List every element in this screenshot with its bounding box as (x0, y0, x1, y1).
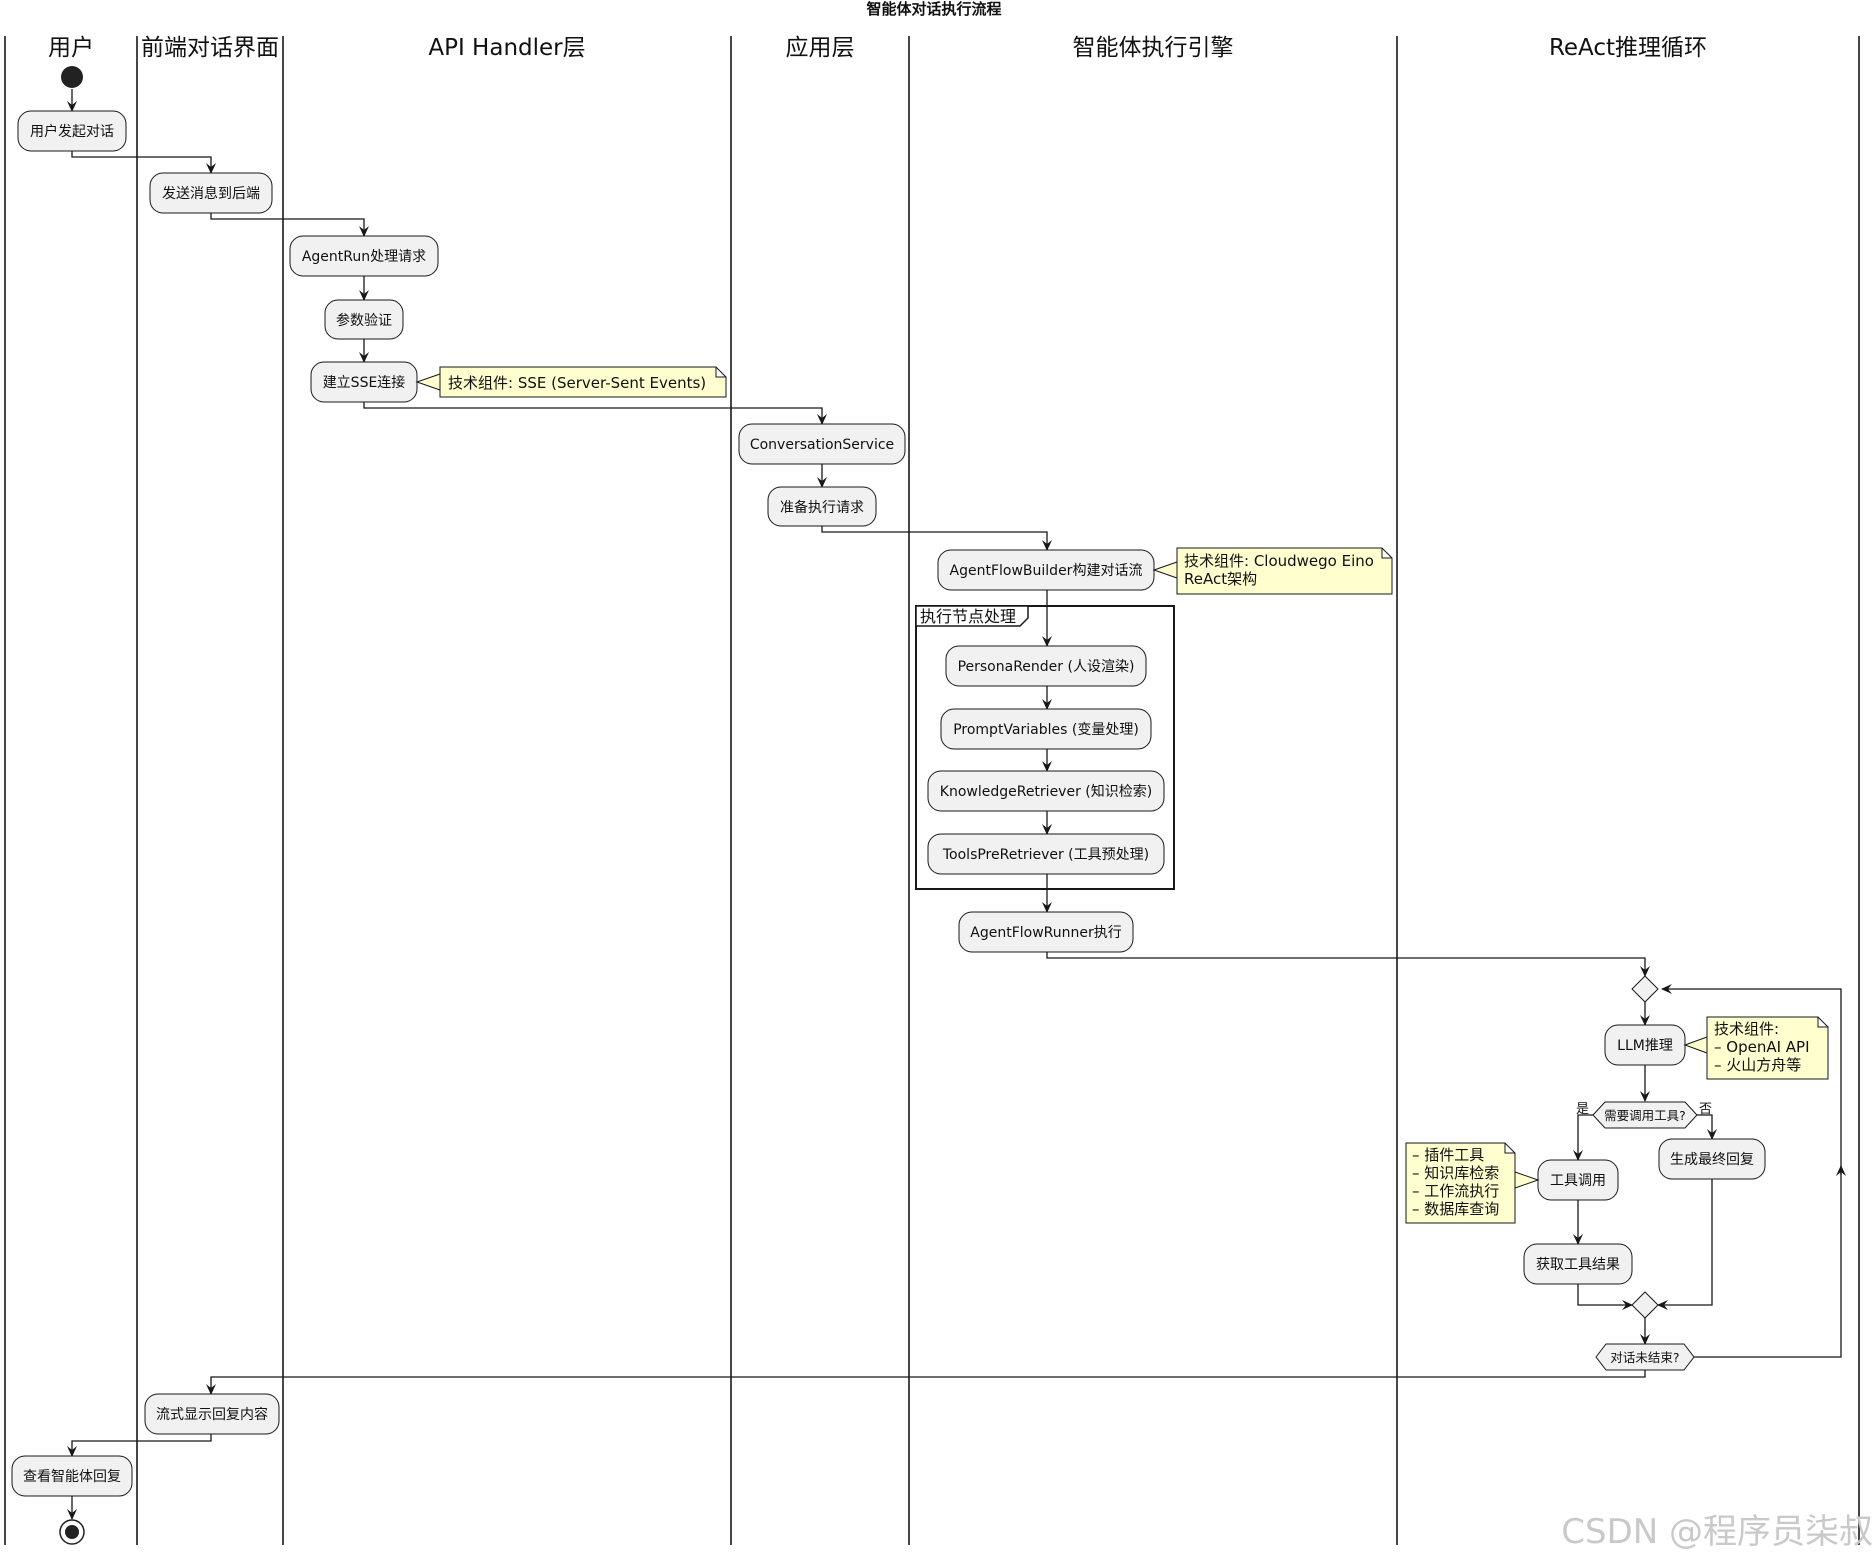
lane-title-api-handler: API Handler层 (428, 35, 585, 61)
node-flow-runner: AgentFlowRunner执行 (958, 911, 1134, 953)
svg-text:ReAct架构: ReAct架构 (1184, 570, 1257, 588)
node-sse-connect: 建立SSE连接 (310, 361, 418, 403)
watermark: CSDN @程序员柒叔 (1561, 1512, 1873, 1552)
start-node (61, 66, 83, 88)
svg-text:AgentRun处理请求: AgentRun处理请求 (302, 249, 426, 265)
branch-merge-diamond (1631, 1291, 1659, 1319)
svg-text:– 工作流执行: – 工作流执行 (1412, 1182, 1499, 1200)
node-flow-builder: AgentFlowBuilder构建对话流 (937, 549, 1155, 591)
node-get-tool-result: 获取工具结果 (1523, 1243, 1633, 1285)
svg-text:技术组件:: 技术组件: (1714, 1020, 1779, 1038)
node-stream-display: 流式显示回复内容 (144, 1393, 280, 1435)
svg-text:用户发起对话: 用户发起对话 (30, 123, 114, 140)
node-llm-reasoning: LLM推理 (1604, 1024, 1686, 1066)
loop-merge-diamond (1631, 975, 1659, 1003)
node-send-message: 发送消息到后端 (149, 172, 273, 214)
flow-arrowheads (67, 101, 1846, 1520)
node-final-reply: 生成最终回复 (1658, 1138, 1766, 1180)
svg-text:获取工具结果: 获取工具结果 (1536, 1257, 1620, 1273)
svg-text:需要调用工具?: 需要调用工具? (1604, 1108, 1686, 1123)
svg-text:– 插件工具: – 插件工具 (1412, 1146, 1484, 1164)
svg-text:– 数据库查询: – 数据库查询 (1412, 1200, 1499, 1218)
lane-title-user: 用户 (48, 35, 94, 61)
svg-text:PersonaRender (人设渲染): PersonaRender (人设渲染) (958, 659, 1135, 675)
node-conversation-service: ConversationService (738, 423, 906, 465)
lane-title-application: 应用层 (786, 35, 855, 61)
group-label: 执行节点处理 (920, 607, 1016, 626)
svg-text:技术组件: SSE (Server-Sent Events): 技术组件: SSE (Server-Sent Events) (448, 374, 706, 392)
node-agent-run: AgentRun处理请求 (289, 235, 439, 277)
svg-text:技术组件: Cloudwego Eino: 技术组件: Cloudwego Eino (1184, 552, 1374, 570)
svg-text:ConversationService: ConversationService (750, 437, 894, 453)
svg-text:– OpenAI API: – OpenAI API (1714, 1038, 1810, 1056)
svg-text:准备执行请求: 准备执行请求 (780, 499, 864, 516)
decision-need-tool: 需要调用工具? (1592, 1101, 1698, 1129)
svg-text:生成最终回复: 生成最终回复 (1670, 1151, 1754, 1168)
lane-title-react-loop: ReAct推理循环 (1549, 35, 1707, 61)
svg-text:PromptVariables (变量处理): PromptVariables (变量处理) (953, 722, 1139, 738)
svg-text:发送消息到后端: 发送消息到后端 (162, 185, 260, 202)
note-llm: 技术组件: – OpenAI API – 火山方舟等 (1683, 1016, 1829, 1080)
lane-title-agent-engine: 智能体执行引擎 (1073, 35, 1234, 61)
node-view-reply: 查看智能体回复 (11, 1455, 133, 1497)
lane-title-frontend: 前端对话界面 (141, 35, 279, 61)
node-knowledge-retriever: KnowledgeRetriever (知识检索) (927, 770, 1165, 812)
branch-yes-label: 是 (1576, 1102, 1589, 1117)
swimlane-dividers (4, 36, 1860, 1545)
node-tool-call: 工具调用 (1537, 1159, 1619, 1201)
node-prompt-variables: PromptVariables (变量处理) (940, 708, 1152, 750)
branch-no-label: 否 (1699, 1102, 1712, 1117)
flow-edges (71, 89, 1842, 1519)
node-persona-render: PersonaRender (人设渲染) (945, 645, 1147, 687)
svg-text:AgentFlowBuilder构建对话流: AgentFlowBuilder构建对话流 (950, 563, 1143, 579)
node-user-start-chat: 用户发起对话 (17, 110, 127, 152)
svg-text:对话未结束?: 对话未结束? (1610, 1350, 1679, 1365)
diagram-title: 智能体对话执行流程 (866, 0, 1001, 18)
note-eino: 技术组件: Cloudwego Eino ReAct架构 (1152, 547, 1393, 595)
svg-text:查看智能体回复: 查看智能体回复 (23, 1468, 121, 1485)
note-tools: – 插件工具 – 知识库检索 – 工作流执行 – 数据库查询 (1405, 1142, 1540, 1224)
end-node (59, 1519, 85, 1545)
svg-text:参数验证: 参数验证 (336, 312, 392, 329)
svg-text:流式显示回复内容: 流式显示回复内容 (156, 1406, 268, 1423)
svg-text:AgentFlowRunner执行: AgentFlowRunner执行 (970, 925, 1121, 941)
svg-text:工具调用: 工具调用 (1550, 1173, 1606, 1189)
node-prepare-request: 准备执行请求 (767, 486, 877, 527)
node-tools-pre-retriever: ToolsPreRetriever (工具预处理) (927, 833, 1165, 875)
decision-not-finished: 对话未结束? (1595, 1343, 1695, 1371)
svg-text:– 知识库检索: – 知识库检索 (1412, 1164, 1499, 1182)
note-sse: 技术组件: SSE (Server-Sent Events) (415, 366, 727, 398)
node-param-validate: 参数验证 (324, 299, 404, 340)
svg-text:建立SSE连接: 建立SSE连接 (323, 374, 406, 391)
svg-text:KnowledgeRetriever (知识检索): KnowledgeRetriever (知识检索) (940, 783, 1152, 800)
execution-node-group: 执行节点处理 (915, 605, 1175, 890)
svg-text:– 火山方舟等: – 火山方舟等 (1714, 1056, 1801, 1074)
svg-text:ToolsPreRetriever (工具预处理): ToolsPreRetriever (工具预处理) (942, 847, 1149, 863)
svg-text:LLM推理: LLM推理 (1617, 1038, 1673, 1054)
